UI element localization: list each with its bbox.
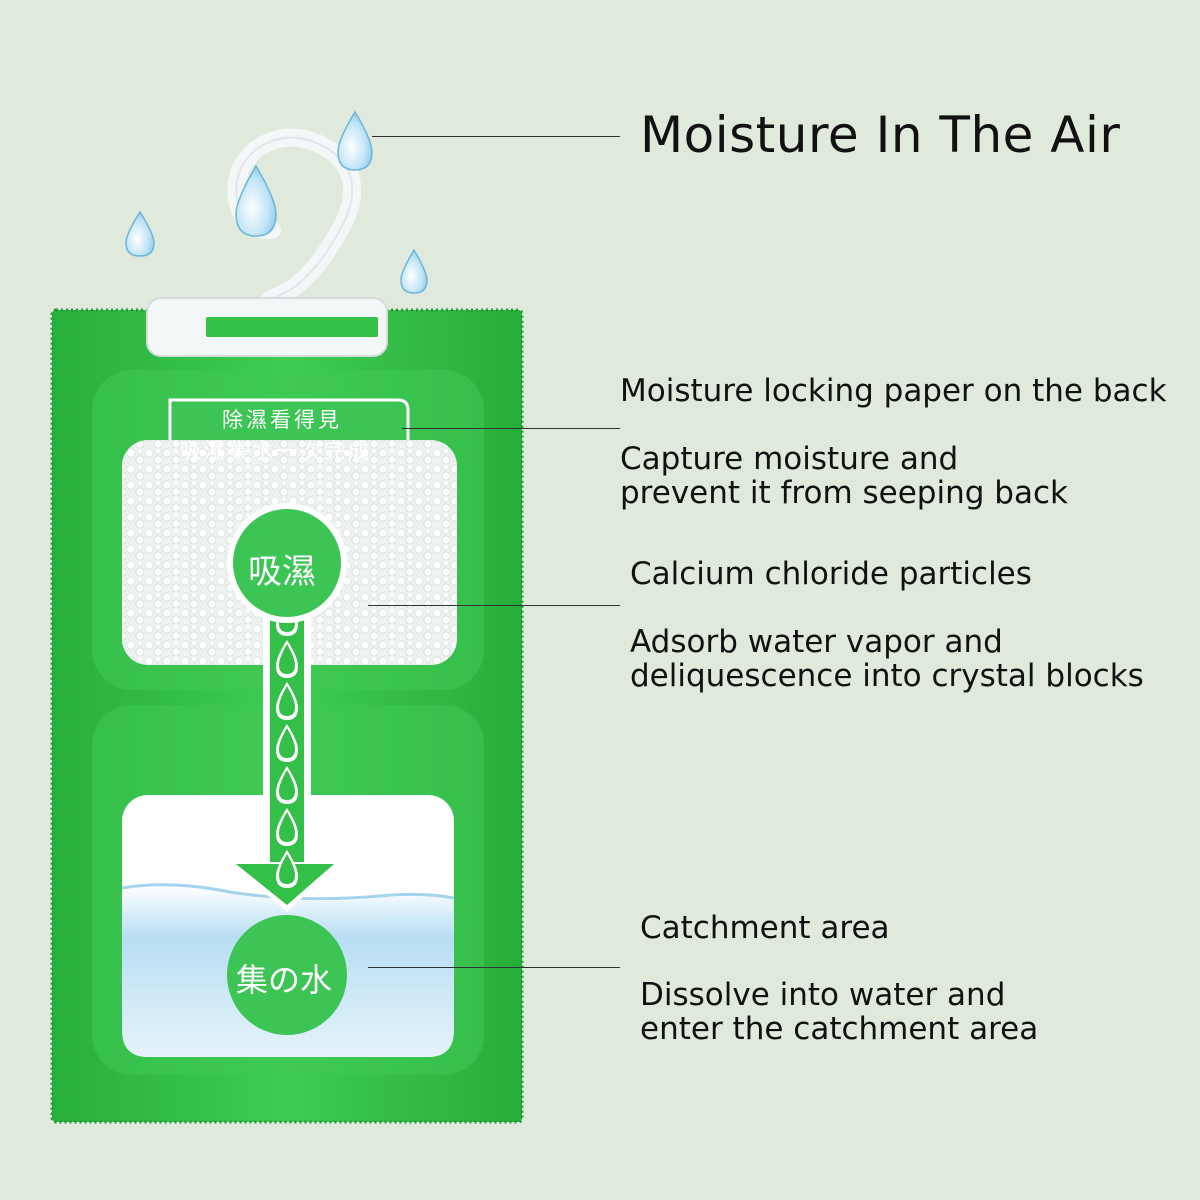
annotation-1-detail-line-1: Capture moisture and xyxy=(620,441,959,477)
collect-water-badge-text: 集の水 xyxy=(236,961,333,999)
banner-line-2: 吸濕集水一次完成 xyxy=(180,439,372,463)
annotation-1-leader-line xyxy=(402,428,620,429)
annotation-3-detail-line-2: enter the catchment area xyxy=(640,1011,1039,1047)
annotation-1-detail-line-2: prevent it from seeping back xyxy=(620,475,1068,511)
annotation-3-leader-line xyxy=(368,967,620,968)
annotation-2-heading: Calcium chloride particles xyxy=(630,556,1032,592)
annotation-1-heading: Moisture locking paper on the back xyxy=(620,373,1167,409)
title-leader-line xyxy=(372,136,620,137)
banner-line-1: 除濕看得見 xyxy=(222,408,342,432)
collect-water-badge xyxy=(227,915,347,1035)
absorb-badge-text: 吸濕 xyxy=(248,552,316,592)
annotation-2-detail-line-1: Adsorb water vapor and xyxy=(630,624,1003,660)
annotation-2-detail-line-2: deliquescence into crystal blocks xyxy=(630,658,1144,694)
air-droplets xyxy=(125,110,428,294)
annotation-3-heading: Catchment area xyxy=(640,910,890,946)
annotation-3-detail-line-1: Dissolve into water and xyxy=(640,977,1006,1013)
absorb-badge xyxy=(227,503,347,623)
annotation-2-leader-line xyxy=(368,605,620,606)
headline-title: Moisture In The Air xyxy=(640,106,1121,164)
